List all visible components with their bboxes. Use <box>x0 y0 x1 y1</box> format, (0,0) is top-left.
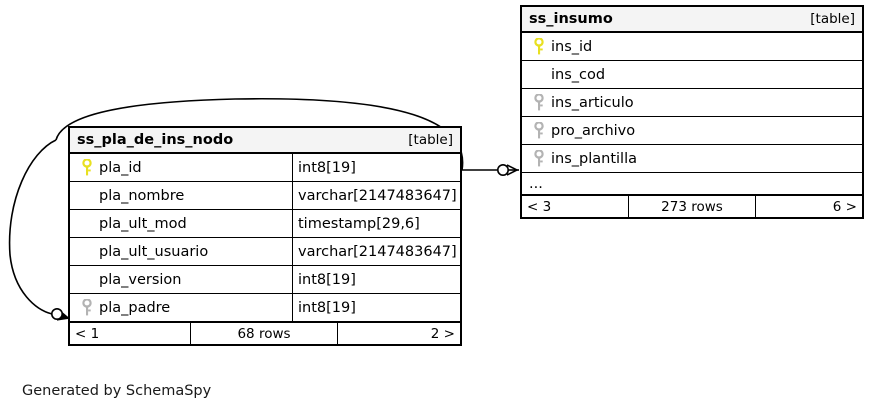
column-type: varchar[2147483647] <box>298 243 457 260</box>
foreign-key-icon <box>529 94 549 111</box>
primary-key-icon <box>77 159 97 176</box>
column-name-cell: ins_articulo <box>522 89 862 116</box>
table-row[interactable]: ins_plantilla <box>522 145 862 173</box>
prev-page-button[interactable]: < 3 <box>527 198 552 215</box>
foreign-key-icon <box>529 122 549 139</box>
table-node-ss-insumo[interactable]: ss_insumo [table] ins_id ins_cod in <box>520 5 864 219</box>
row-count-label: 68 rows <box>190 323 338 344</box>
column-type-cell: int8[19] <box>292 294 460 321</box>
foreign-key-icon <box>77 299 97 316</box>
column-type-cell: varchar[2147483647] <box>292 182 460 209</box>
table-header: ss_pla_de_ins_nodo [table] <box>70 128 460 154</box>
column-name-cell: pla_version <box>70 266 292 293</box>
table-row[interactable]: pla_padre int8[19] <box>70 294 460 322</box>
table-footer: < 1 68 rows 2 > <box>70 322 460 344</box>
column-type: int8[19] <box>298 299 356 316</box>
table-node-ss-pla-de-ins-nodo[interactable]: ss_pla_de_ins_nodo [table] pla_id int8[1… <box>68 126 462 346</box>
table-row[interactable]: pla_version int8[19] <box>70 266 460 294</box>
foreign-key-icon <box>529 150 549 167</box>
column-name-cell: ins_cod <box>522 61 862 88</box>
column-name: pla_padre <box>99 299 171 316</box>
generated-by-credit: Generated by SchemaSpy <box>22 383 212 399</box>
column-type: timestamp[29,6] <box>298 215 420 232</box>
table-row[interactable]: pro_archivo <box>522 117 862 145</box>
column-name: pro_archivo <box>551 122 636 139</box>
optional-marker <box>50 307 63 320</box>
column-name-cell: pla_id <box>70 154 292 181</box>
table-header: ss_insumo [table] <box>522 7 862 33</box>
column-name-cell: pla_padre <box>70 294 292 321</box>
column-type: varchar[2147483647] <box>298 187 457 204</box>
table-row[interactable]: ins_articulo <box>522 89 862 117</box>
table-row[interactable]: ins_id <box>522 33 862 61</box>
column-name-cell: pro_archivo <box>522 117 862 144</box>
column-name: ins_articulo <box>551 94 634 111</box>
column-name: ins_cod <box>551 66 606 83</box>
primary-key-icon <box>529 38 549 55</box>
table-kind-label: [table] <box>408 132 453 148</box>
table-row[interactable]: pla_ult_usuario varchar[2147483647] <box>70 238 460 266</box>
table-row[interactable]: pla_id int8[19] <box>70 154 460 182</box>
column-name: pla_ult_usuario <box>99 243 209 260</box>
table-row[interactable]: pla_nombre varchar[2147483647] <box>70 182 460 210</box>
next-page-button[interactable]: 2 > <box>430 325 455 342</box>
table-footer: < 3 273 rows 6 > <box>522 195 862 217</box>
column-name-cell: pla_ult_usuario <box>70 238 292 265</box>
column-name: ins_plantilla <box>551 150 637 167</box>
table-row[interactable]: ins_cod <box>522 61 862 89</box>
column-type-cell: varchar[2147483647] <box>292 238 460 265</box>
column-name-cell: pla_ult_mod <box>70 210 292 237</box>
column-name: pla_ult_mod <box>99 215 187 232</box>
prev-page-button[interactable]: < 1 <box>75 325 100 342</box>
column-type: int8[19] <box>298 159 356 176</box>
column-name: ins_id <box>551 38 593 55</box>
next-page-button[interactable]: 6 > <box>832 198 857 215</box>
column-name-cell: ins_plantilla <box>522 145 862 172</box>
column-type-cell: timestamp[29,6] <box>292 210 460 237</box>
table-kind-label: [table] <box>810 11 855 27</box>
optional-marker <box>496 164 509 177</box>
column-name: pla_id <box>99 159 142 176</box>
table-title: ss_pla_de_ins_nodo <box>77 132 234 148</box>
column-name: pla_nombre <box>99 187 185 204</box>
row-count-label: 273 rows <box>628 196 756 217</box>
column-name: pla_version <box>99 271 182 288</box>
column-name-cell: ins_id <box>522 33 862 60</box>
ellipsis-label: ... <box>529 175 543 192</box>
column-name-cell: pla_nombre <box>70 182 292 209</box>
column-type-cell: int8[19] <box>292 154 460 181</box>
truncated-columns-indicator: ... <box>522 173 862 195</box>
table-row[interactable]: pla_ult_mod timestamp[29,6] <box>70 210 460 238</box>
table-title: ss_insumo <box>529 11 613 27</box>
column-type: int8[19] <box>298 271 356 288</box>
edge-pla-padre-self-reference <box>8 139 68 320</box>
column-type-cell: int8[19] <box>292 266 460 293</box>
